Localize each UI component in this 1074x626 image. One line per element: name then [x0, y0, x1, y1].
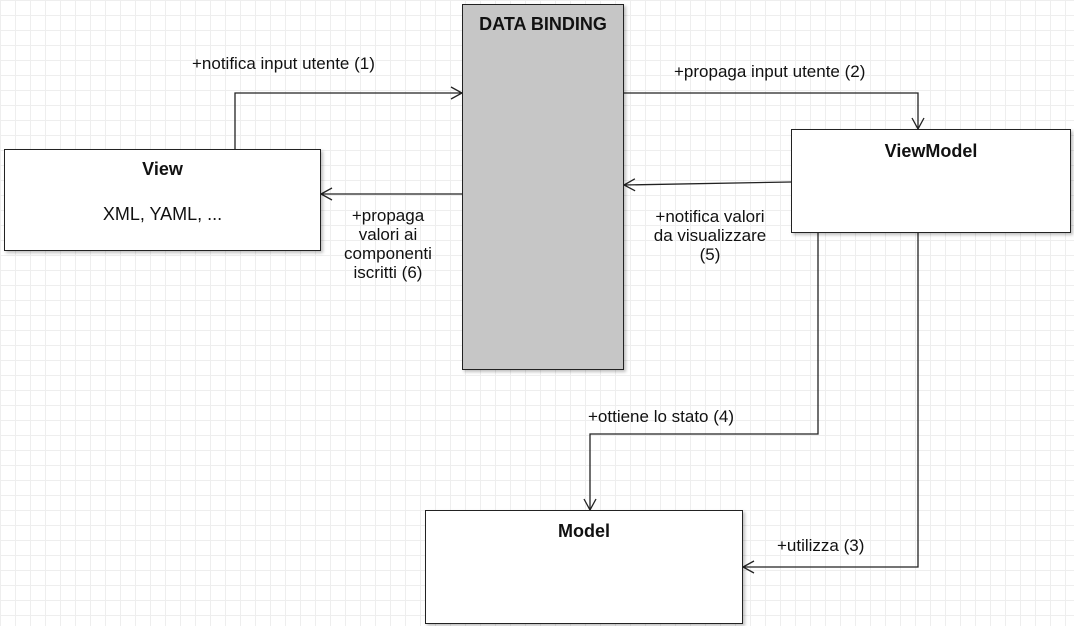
- arrow-viewmodel-to-databinding: [622, 178, 792, 192]
- label-propagate-values-line: componenti: [344, 244, 432, 263]
- view-body: XML, YAML, ...: [102, 204, 223, 224]
- arrow-viewmodel-to-model-state: [583, 233, 819, 512]
- model-box: Model: [425, 510, 743, 624]
- label-notify-values: +notifica valori da visualizzare (5): [630, 207, 790, 264]
- label-propagate-values: +propaga valori ai componenti iscritti (…: [330, 206, 446, 282]
- viewmodel-title: ViewModel: [884, 141, 978, 161]
- arrow-databinding-to-viewmodel: [624, 92, 925, 131]
- label-notify-values-line: (5): [699, 245, 721, 264]
- label-notify-user-input: +notifica input utente (1): [192, 54, 375, 73]
- arrow-view-to-databinding: [234, 86, 464, 149]
- model-title: Model: [558, 521, 610, 541]
- label-notify-values-line: da visualizzare: [653, 226, 767, 245]
- data-binding-box: DATA BINDING: [462, 4, 624, 370]
- label-propagate-values-line: iscritti (6): [353, 263, 423, 282]
- arrow-viewmodel-to-model-uses: [741, 233, 919, 574]
- label-propagate-values-line: valori ai: [358, 225, 418, 244]
- view-title: View: [142, 159, 183, 179]
- viewmodel-box: ViewModel: [791, 129, 1071, 233]
- view-box: View XML, YAML, ...: [4, 149, 321, 251]
- label-uses: +utilizza (3): [777, 536, 865, 555]
- label-propagate-user-input: +propaga input utente (2): [674, 62, 866, 81]
- label-gets-state: +ottiene lo stato (4): [588, 407, 735, 426]
- label-notify-values-line: +notifica valori: [655, 207, 765, 226]
- label-propagate-values-line: +propaga: [351, 206, 425, 225]
- data-binding-title: DATA BINDING: [479, 14, 607, 34]
